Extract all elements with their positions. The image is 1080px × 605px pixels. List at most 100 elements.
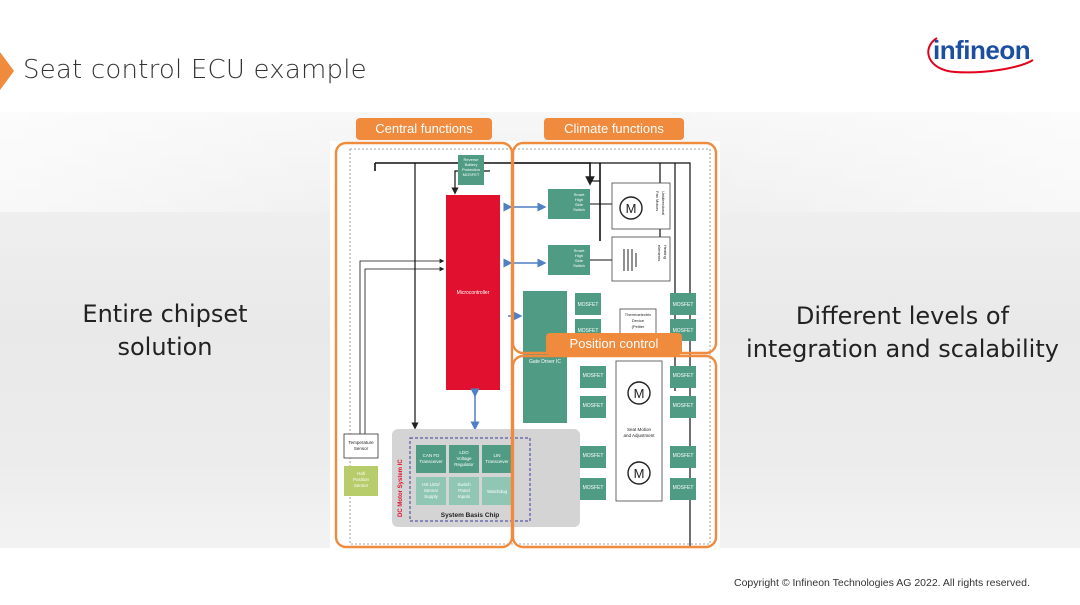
switch-panel-inputs [449,477,479,505]
smart-high-side-switch-2: Smart High Side Switch [548,245,590,275]
title-accent-marker [0,52,14,90]
gate-driver-ic-position [523,363,567,423]
svg-text:Transceiver: Transceiver [419,459,443,464]
lin-transceiver [482,445,512,473]
svg-text:Sensor: Sensor [424,488,439,493]
svg-text:Supply: Supply [424,494,439,499]
svg-text:Panel: Panel [458,488,470,493]
svg-text:High: High [575,197,583,202]
svg-text:Watchdog: Watchdog [487,489,508,494]
svg-text:MOSFET: MOSFET [463,172,480,177]
svg-text:Temperature: Temperature [348,440,374,445]
mosfet-stack-position-upper-left: MOSFET MOSFET [580,366,606,418]
svg-text:MOSFET: MOSFET [673,302,694,308]
position-control-outline [511,354,718,549]
svg-text:MOSFET: MOSFET [673,403,694,409]
signal-line-hall [364,266,445,434]
svg-text:MOSFET: MOSFET [583,403,604,409]
svg-text:Inputs: Inputs [458,494,471,499]
svg-text:M: M [634,386,645,401]
fan-motor-block: M Unidirectional Fan Motors [611,182,671,230]
svg-text:Position: Position [353,477,370,482]
svg-text:Switch: Switch [573,207,585,212]
svg-text:Smart: Smart [574,192,586,197]
right-caption-line2: integration and scalability [746,335,1059,363]
logo-wordmark: infineon [933,35,1031,65]
left-caption: Entire chipset solution [60,298,270,364]
svg-text:MOSFET: MOSFET [673,453,694,459]
svg-text:Battery: Battery [465,162,478,167]
svg-text:Switch: Switch [457,482,471,487]
svg-text:CAN FD: CAN FD [423,453,441,458]
thermoelectric-device: Thermoelectric Device (Peltier [619,308,657,336]
svg-text:Microcontroller: Microcontroller [457,290,490,296]
svg-text:MOSFET: MOSFET [583,453,604,459]
svg-text:Voltage: Voltage [456,456,472,461]
can-fd-transceiver [416,445,446,473]
mosfet-stack-position-upper-right: MOSFET MOSFET [670,366,696,418]
svg-text:MOSFET: MOSFET [673,328,694,334]
smart-high-side-switch-1: Smart High Side Switch [548,189,590,219]
svg-text:Regulator: Regulator [454,462,474,467]
power-line-right [510,162,691,546]
svg-text:Sensor: Sensor [354,446,369,451]
svg-text:(Peltier: (Peltier [632,324,645,329]
infineon-logo: infineon [925,30,1037,78]
svg-text:Fan Motors: Fan Motors [655,191,660,211]
microcontroller-block: Microcontroller [446,195,500,390]
svg-text:M: M [626,201,637,216]
svg-text:MOSFET: MOSFET [583,485,604,491]
svg-text:Device: Device [632,318,645,323]
hs-led-sensor-supply [416,477,446,505]
svg-text:Sensor: Sensor [354,483,369,488]
reverse-battery-mosfet: Reverse Battery Protection MOSFET [458,155,484,185]
seat-motion-block: M Seat Motion and Adjustment M [615,360,663,502]
svg-text:Side: Side [575,202,584,207]
tag-central-functions: Central functions [356,118,492,140]
copyright-notice: Copyright © Infineon Technologies AG 202… [734,577,1030,589]
svg-text:MOSFET: MOSFET [673,373,694,379]
slide-title: Seat control ECU example [23,55,367,85]
signal-line-temp [359,258,445,434]
svg-text:and Adjustment: and Adjustment [623,433,655,438]
logo-swoosh-icon [927,37,1034,74]
svg-text:M: M [634,466,645,481]
watchdog [482,477,512,505]
svg-text:Seat Motion: Seat Motion [627,427,652,432]
svg-text:Gate Driver IC: Gate Driver IC [529,359,561,365]
heating-elements-block: Heating elements [611,236,671,282]
svg-text:Smart: Smart [574,248,586,253]
left-caption-line1: Entire chipset [82,300,248,328]
svg-text:Side: Side [575,258,584,263]
temperature-sensor: Temperature Sensor [343,433,379,459]
svg-text:MOSFET: MOSFET [673,485,694,491]
svg-text:DC Motor System IC: DC Motor System IC [398,459,404,517]
hall-position-sensor: Hall Position Sensor [344,466,378,496]
system-basis-chip-frame [409,437,531,522]
svg-text:Reverse: Reverse [464,157,480,162]
mosfet-stack-position-lower-left: MOSFET MOSFET [580,446,606,500]
svg-text:Protection: Protection [462,167,480,172]
right-caption-line1: Different levels of [795,302,1010,330]
svg-text:Heating: Heating [663,245,668,259]
tag-position-control: Position control [546,333,682,355]
outer-dotted-frame [349,148,711,545]
mosfet-pair-climate-right: MOSFET MOSFET [670,293,696,341]
svg-text:HS LED/: HS LED/ [422,482,440,487]
svg-text:System Basis Chip: System Basis Chip [441,512,500,519]
svg-text:Switch: Switch [573,263,585,268]
svg-text:High: High [575,253,583,258]
svg-text:MOSFET: MOSFET [583,373,604,379]
svg-text:Unidirectional: Unidirectional [661,191,666,215]
svg-text:Thermoelectric: Thermoelectric [625,312,651,317]
tag-climate-functions: Climate functions [544,118,684,140]
svg-text:LIN: LIN [493,453,500,458]
ldo-voltage-regulator [449,445,479,473]
right-caption: Different levels of integration and scal… [745,300,1060,366]
svg-text:MOSFET: MOSFET [578,328,599,334]
mosfet-stack-position-lower-right: MOSFET MOSFET [670,446,696,500]
svg-text:Transceiver: Transceiver [485,459,509,464]
svg-text:LDO: LDO [459,450,469,455]
svg-text:Hall: Hall [357,471,365,476]
svg-text:elements: elements [657,245,662,261]
